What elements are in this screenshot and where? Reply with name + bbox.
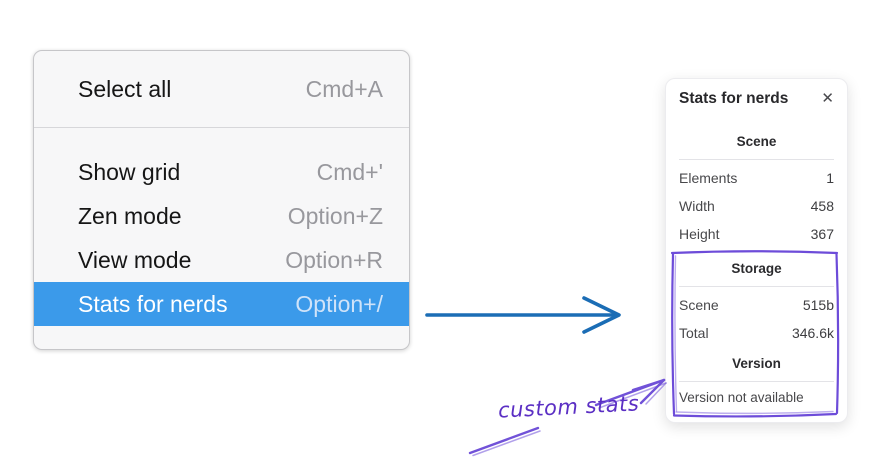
section-heading-scene: Scene — [736, 134, 777, 149]
stat-label: Height — [679, 226, 720, 242]
stat-value: 458 — [810, 198, 834, 214]
section-heading-storage: Storage — [731, 261, 782, 276]
stat-row-height: Height 367 — [679, 220, 834, 248]
stat-row-scene-storage: Scene 515b — [679, 291, 834, 319]
menu-item-shortcut: Option+Z — [287, 202, 383, 229]
menu-item-shortcut: Cmd+A — [305, 75, 383, 102]
stat-label: Width — [679, 198, 715, 214]
menu-item-stats-for-nerds[interactable]: Stats for nerds Option+/ — [34, 282, 409, 326]
menu-divider — [34, 127, 409, 128]
menu-item-shortcut: Option+/ — [295, 290, 383, 317]
menu-section-bottom: Show grid Cmd+' Zen mode Option+Z View m… — [34, 128, 409, 349]
menu-item-label: View mode — [78, 246, 192, 273]
stat-row-total-storage: Total 346.6k — [679, 319, 834, 347]
stat-value: 367 — [810, 226, 834, 242]
version-note: Version not available — [679, 390, 804, 405]
menu-item-view-mode[interactable]: View mode Option+R — [34, 238, 409, 282]
stat-label: Elements — [679, 170, 738, 186]
stat-value: 515b — [802, 297, 834, 313]
menu-item-shortcut: Option+R — [285, 246, 383, 273]
stats-panel-header: Stats for nerds ✕ — [679, 89, 834, 108]
flow-arrow — [425, 296, 621, 334]
section-heading-version: Version — [732, 356, 781, 371]
section-divider — [679, 159, 834, 160]
menu-item-select-all[interactable]: Select all Cmd+A — [34, 64, 409, 114]
section-divider — [679, 381, 834, 382]
stat-label: Total — [679, 325, 709, 341]
close-button[interactable]: ✕ — [821, 91, 834, 106]
menu-section-top: Select all Cmd+A — [34, 51, 409, 127]
stats-panel-title: Stats for nerds — [679, 89, 789, 107]
stat-value: 1 — [826, 170, 834, 186]
menu-item-label: Show grid — [78, 158, 181, 185]
annotation-label: custom stats — [497, 391, 640, 423]
menu-item-zen-mode[interactable]: Zen mode Option+Z — [34, 194, 409, 238]
stat-label: Scene — [679, 297, 719, 313]
menu-item-label: Stats for nerds — [78, 290, 228, 317]
menu-item-shortcut: Cmd+' — [316, 158, 383, 185]
menu-item-label: Zen mode — [78, 202, 182, 229]
context-menu: Select all Cmd+A Show grid Cmd+' Zen mod… — [33, 50, 410, 350]
stat-value: 346.6k — [791, 325, 834, 341]
stat-row-elements: Elements 1 — [679, 164, 834, 192]
stats-panel: Stats for nerds ✕ Scene Elements 1 Width… — [665, 78, 848, 423]
menu-item-show-grid[interactable]: Show grid Cmd+' — [34, 150, 409, 194]
stat-row-width: Width 458 — [679, 192, 834, 220]
menu-item-label: Select all — [78, 75, 172, 102]
section-divider — [679, 286, 834, 287]
close-icon: ✕ — [821, 90, 834, 107]
